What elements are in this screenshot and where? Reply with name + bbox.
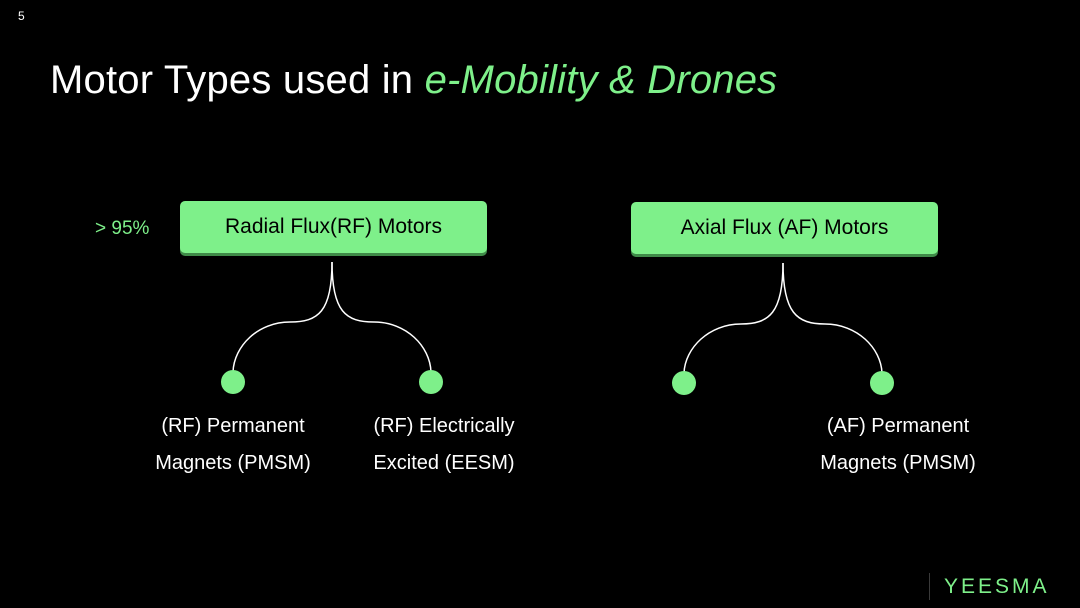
leaf-af-pmsm: (AF) Permanent Magnets (PMSM) [798, 408, 998, 482]
title-highlight: e-Mobility & Drones [424, 58, 778, 102]
axial-flux-label: Axial Flux (AF) Motors [680, 216, 889, 239]
leaf-af-pmsm-line2: Magnets (PMSM) [820, 452, 976, 474]
node-af-pmsm [870, 371, 894, 395]
market-share-label: > 95% [95, 218, 150, 239]
node-af-left [672, 371, 696, 395]
leaf-rf-pmsm-line1: (RF) Permanent [161, 415, 305, 437]
leaf-rf-pmsm-line2: Magnets (PMSM) [155, 452, 311, 474]
node-rf-pmsm [221, 370, 245, 394]
radial-flux-box: Radial Flux(RF) Motors [180, 201, 487, 253]
connector-af-left [683, 262, 784, 374]
slide-title: Motor Types used in e-Mobility & Drones [50, 58, 777, 103]
page-number: 5 [18, 9, 25, 23]
connector-rf-left [232, 261, 333, 373]
leaf-rf-eesm-line2: Excited (EESM) [373, 452, 515, 474]
leaf-af-pmsm-line1: (AF) Permanent [826, 415, 970, 437]
connector-rf-right [331, 261, 432, 373]
leaf-rf-eesm: (RF) Electrically Excited (EESM) [344, 408, 544, 482]
brand-logo: YEESMA [929, 573, 1050, 600]
leaf-rf-pmsm: (RF) Permanent Magnets (PMSM) [133, 408, 333, 482]
title-prefix: Motor Types used in [50, 58, 425, 102]
radial-flux-label: Radial Flux(RF) Motors [224, 215, 443, 238]
connector-af-right [782, 262, 883, 374]
node-rf-eesm [419, 370, 443, 394]
axial-flux-box: Axial Flux (AF) Motors [631, 202, 938, 254]
leaf-rf-eesm-line1: (RF) Electrically [373, 415, 515, 437]
